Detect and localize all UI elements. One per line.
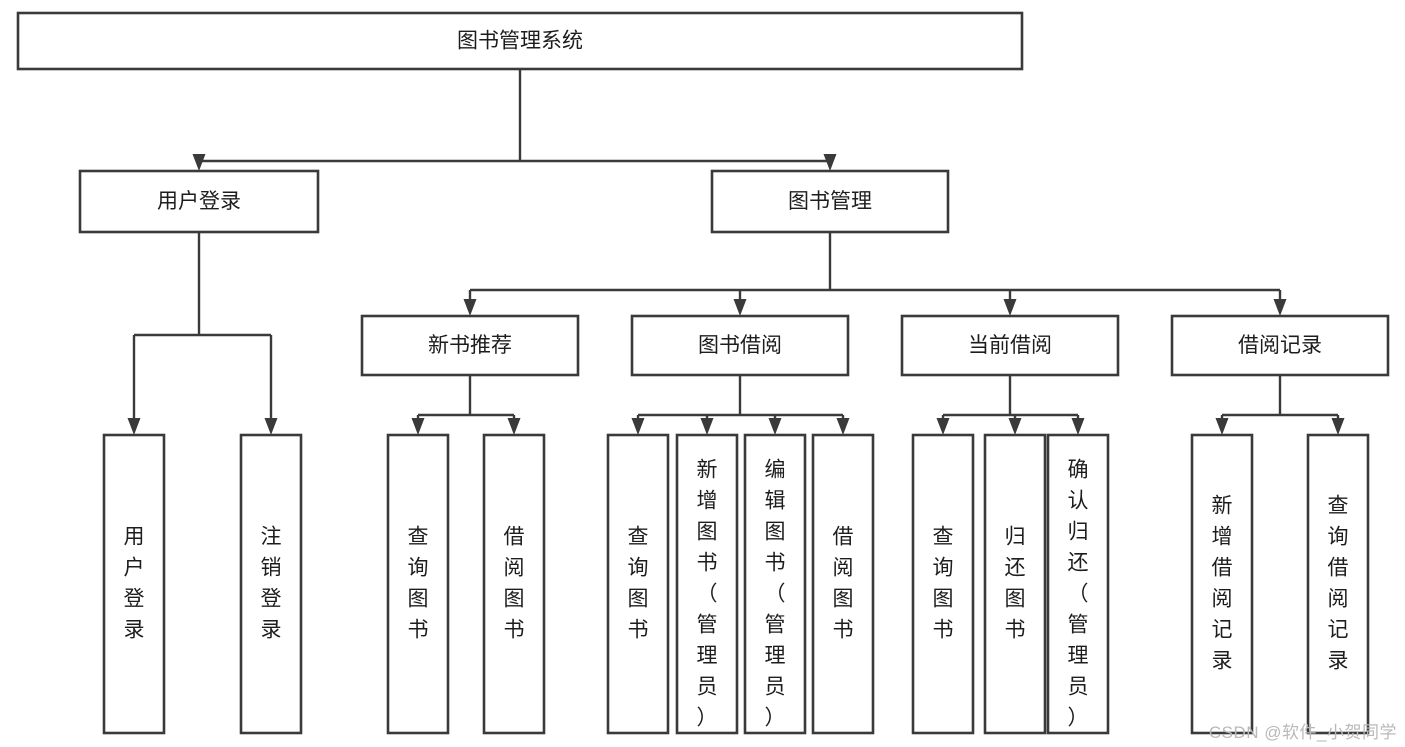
node-box[interactable]	[911, 433, 975, 735]
node-box[interactable]	[983, 433, 1047, 735]
arrow-head	[1071, 418, 1085, 435]
node-box[interactable]	[630, 314, 850, 377]
node-book-manage[interactable]: 图书管理	[710, 169, 950, 234]
arrow-head	[1003, 299, 1017, 316]
node-leaf-edit-book[interactable]: 编辑图书（管理员）	[743, 433, 807, 735]
node-label: 归还图书	[1005, 526, 1026, 642]
node-leaf-return-book[interactable]: 归还图书	[983, 433, 1047, 735]
arrow-head	[1331, 418, 1345, 435]
arrow-head	[411, 418, 425, 435]
node-root[interactable]: 图书管理系统	[16, 11, 1024, 71]
node-label: 注销登录	[261, 526, 282, 642]
node-box[interactable]	[1046, 433, 1110, 735]
node-box[interactable]	[16, 11, 1024, 71]
node-leaf-borrow-book-2[interactable]: 借阅图书	[811, 433, 875, 735]
arrow-head	[1215, 418, 1229, 435]
node-leaf-add-book[interactable]: 新增图书（管理员）	[675, 433, 739, 735]
watermark-label: CSDN @软件_小贺同学	[1208, 723, 1397, 742]
node-label: 查询图书	[408, 526, 429, 642]
arrow-head	[936, 418, 950, 435]
node-label: 借阅图书	[504, 526, 525, 642]
arrow-head	[733, 299, 747, 316]
arrow-head	[700, 418, 714, 435]
arrow-head	[507, 418, 521, 435]
node-label: 确认归还（管理员）	[1068, 459, 1089, 730]
node-user-login[interactable]: 用户登录	[78, 169, 320, 234]
node-box[interactable]	[386, 433, 450, 735]
node-box[interactable]	[78, 169, 320, 234]
node-leaf-logout-login[interactable]: 注销登录	[239, 433, 303, 735]
node-leaf-confirm-return[interactable]: 确认归还（管理员）	[1046, 433, 1110, 735]
node-leaf-borrow-book-1[interactable]: 借阅图书	[482, 433, 546, 735]
node-label: 用户登录	[124, 526, 145, 642]
node-label: 借阅记录	[1238, 334, 1322, 357]
arrow-head	[463, 299, 477, 316]
node-box[interactable]	[360, 314, 580, 377]
node-box[interactable]	[675, 433, 739, 735]
node-leaf-query-book-3[interactable]: 查询图书	[911, 433, 975, 735]
node-label: 查询图书	[933, 526, 954, 642]
node-box[interactable]	[1190, 433, 1254, 735]
node-label: 图书管理	[788, 190, 872, 213]
node-box[interactable]	[482, 433, 546, 735]
node-label: 用户登录	[157, 190, 241, 213]
node-leaf-query-book-2[interactable]: 查询图书	[606, 433, 670, 735]
arrow-head	[836, 418, 850, 435]
node-box[interactable]	[900, 314, 1120, 377]
arrow-head	[631, 418, 645, 435]
connector-layer	[132, 69, 1340, 418]
node-label: 当前借阅	[968, 334, 1052, 357]
node-label: 新增图书（管理员）	[697, 459, 718, 730]
node-current-borrow[interactable]: 当前借阅	[900, 314, 1120, 377]
node-leaf-user-login[interactable]: 用户登录	[102, 433, 166, 735]
node-box[interactable]	[239, 433, 303, 735]
arrow-head	[823, 154, 837, 171]
node-label: 借阅图书	[833, 526, 854, 642]
node-box[interactable]	[1306, 433, 1370, 735]
arrow-head	[768, 418, 782, 435]
node-box[interactable]	[102, 433, 166, 735]
node-box[interactable]	[743, 433, 807, 735]
node-label: 查询图书	[628, 526, 649, 642]
node-box[interactable]	[606, 433, 670, 735]
node-leaf-query-borrow-record[interactable]: 查询借阅记录	[1306, 433, 1370, 735]
node-box[interactable]	[1170, 314, 1390, 377]
node-box[interactable]	[710, 169, 950, 234]
node-label: 查询借阅记录	[1328, 495, 1349, 673]
node-leaf-add-borrow-record[interactable]: 新增借阅记录	[1190, 433, 1254, 735]
node-box[interactable]	[811, 433, 875, 735]
arrow-head	[1008, 418, 1022, 435]
node-label: 图书管理系统	[457, 30, 583, 53]
node-label: 新书推荐	[428, 334, 512, 357]
node-new-book-recommend[interactable]: 新书推荐	[360, 314, 580, 377]
arrow-head	[264, 418, 278, 435]
node-leaf-query-book-1[interactable]: 查询图书	[386, 433, 450, 735]
node-label: 图书借阅	[698, 334, 782, 357]
node-label: 新增借阅记录	[1212, 495, 1233, 673]
node-borrow-record[interactable]: 借阅记录	[1170, 314, 1390, 377]
arrow-head	[1273, 299, 1287, 316]
node-label: 编辑图书（管理员）	[765, 459, 786, 730]
arrow-head	[127, 418, 141, 435]
node-book-borrow[interactable]: 图书借阅	[630, 314, 850, 377]
arrow-head	[192, 154, 206, 171]
